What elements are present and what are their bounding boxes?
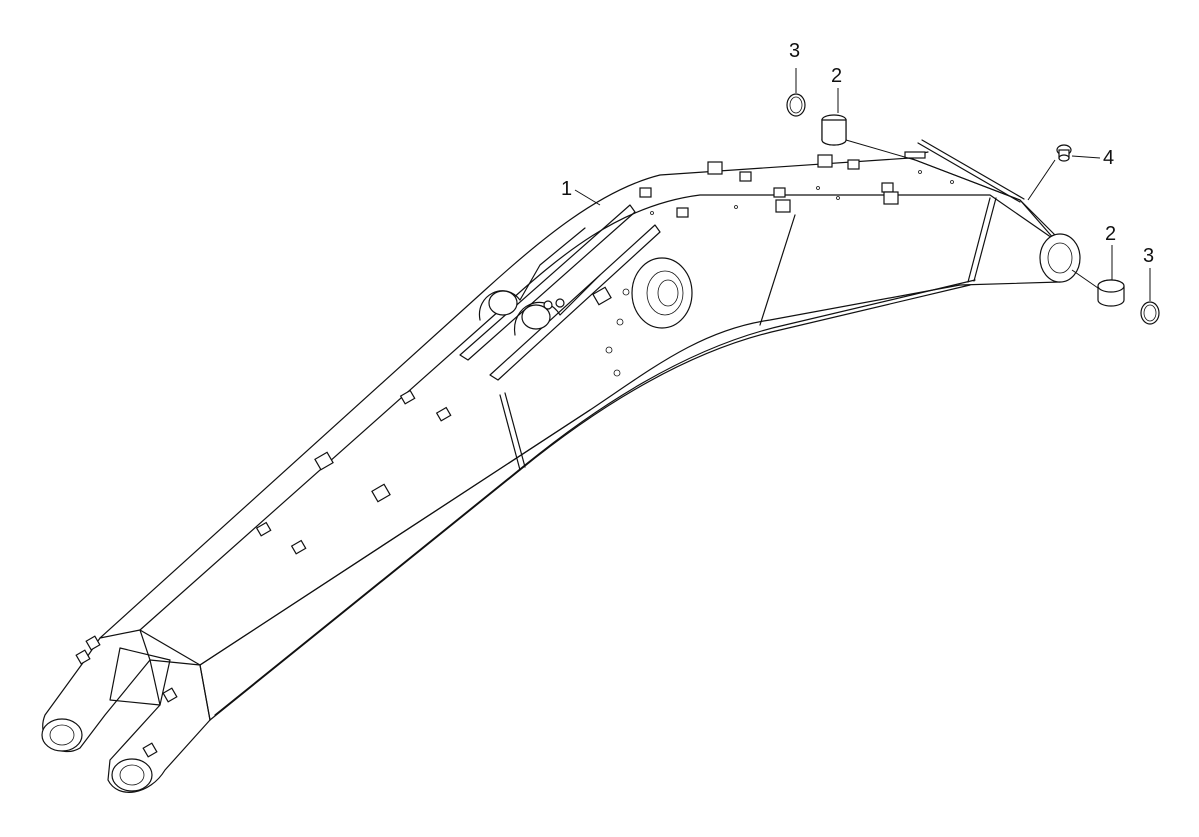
seal-ring-upper — [786, 93, 806, 117]
callout-4: 4 — [1103, 147, 1114, 169]
callout-3-upper: 3 — [789, 40, 800, 62]
seal-ring-lower — [1140, 301, 1160, 325]
boom-foot-lugs — [41, 629, 211, 793]
callout-2-lower: 2 — [1105, 223, 1116, 245]
callout-leaders — [574, 68, 1151, 301]
boom-pivot-boss — [605, 257, 693, 377]
boom-body — [99, 157, 1061, 721]
bushing-lower — [1097, 279, 1125, 307]
foot-pin-bore-right — [111, 758, 153, 792]
callout-3-lower: 3 — [1143, 245, 1154, 267]
bushing-upper — [821, 114, 847, 146]
pivot-boss-outer — [631, 257, 693, 329]
rear-pin-housing — [1019, 199, 1081, 283]
callout-1: 1 — [561, 178, 572, 200]
pipe-clamps — [255, 154, 954, 555]
bracket-bore-right — [521, 304, 551, 330]
callout-2-upper: 2 — [831, 65, 842, 87]
top-rail — [904, 139, 1025, 203]
bracket-bore-left — [488, 290, 518, 316]
rear-pin-bore — [1039, 233, 1081, 283]
foot-pin-bore-left — [41, 718, 83, 752]
callout-labels: 1 2 3 4 2 3 — [561, 40, 1154, 267]
grease-fitting — [1056, 144, 1072, 162]
cylinder-bracket — [459, 204, 661, 381]
